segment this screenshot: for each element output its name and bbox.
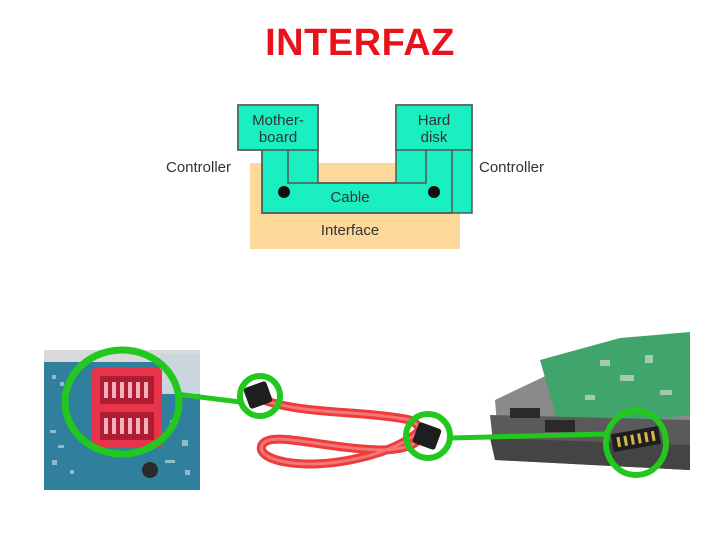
slide-title: INTERFAZ — [265, 22, 455, 64]
highlight-circle-mobo — [61, 346, 183, 458]
interface-diagram: Mother- board Hard disk Cable Interface … — [166, 104, 544, 249]
hdd-sata-port — [610, 425, 662, 453]
cable-connector-right — [412, 422, 442, 450]
link-mobo-cable — [175, 391, 241, 405]
controller-dot-left — [278, 186, 290, 198]
harddisk-box — [395, 104, 473, 151]
sata-photo-strip — [44, 332, 690, 490]
motherboard-box — [237, 104, 319, 151]
controller-dot-right — [428, 186, 440, 198]
cable-body — [261, 150, 453, 214]
link-cable-hdd — [449, 431, 607, 441]
interface-label: Interface — [321, 222, 379, 239]
cable-connector-left — [243, 381, 273, 409]
motherboard-label: Mother- — [252, 112, 304, 129]
cable-label: Cable — [330, 189, 369, 206]
motherboard-label-2: board — [259, 129, 297, 146]
hard-disk-photo — [490, 332, 690, 470]
highlight-circle-cable-left — [237, 373, 283, 419]
controller-left-label: Controller — [166, 159, 231, 176]
highlight-circle-hdd — [603, 408, 669, 478]
sata-cable-photo — [243, 381, 442, 469]
harddisk-label: Hard — [418, 112, 451, 129]
harddisk-label-2: disk — [421, 129, 448, 146]
controller-right-label: Controller — [479, 159, 544, 176]
cable-inner — [287, 150, 427, 184]
